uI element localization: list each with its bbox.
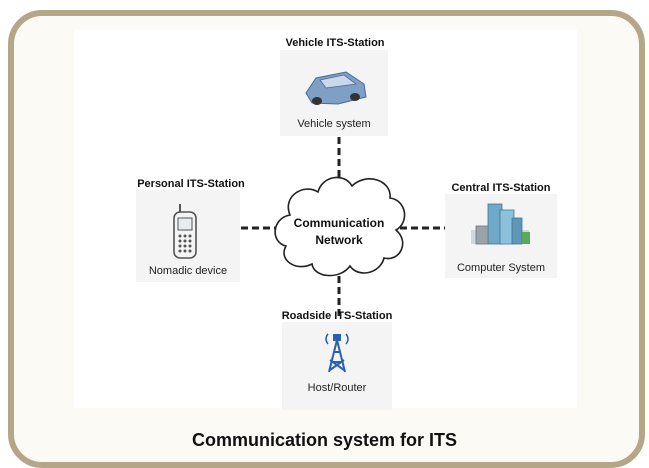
figure-caption: Communication system for ITS [191, 430, 458, 450]
vehicle-station-label: Vehicle system [297, 118, 371, 130]
cloud-label-line1: Communication [293, 216, 385, 230]
car-icon [305, 71, 367, 105]
personal-station-title: Personal ITS-Station [137, 178, 245, 190]
roadside-station-title: Roadside ITS-Station [281, 310, 393, 322]
central-station-label: Computer System [456, 262, 546, 274]
central-station-title: Central ITS-Station [451, 182, 551, 194]
roadside-station-label: Host/Router [307, 382, 367, 394]
office-buildings-icon [471, 203, 530, 245]
personal-station-label: Nomadic device [148, 265, 228, 277]
vehicle-station-title: Vehicle ITS-Station [285, 37, 385, 49]
antenna-tower-icon [325, 333, 349, 373]
mobile-phone-icon [173, 204, 197, 259]
cloud-shape [274, 176, 406, 277]
cloud-label-line2: Network [315, 233, 363, 247]
